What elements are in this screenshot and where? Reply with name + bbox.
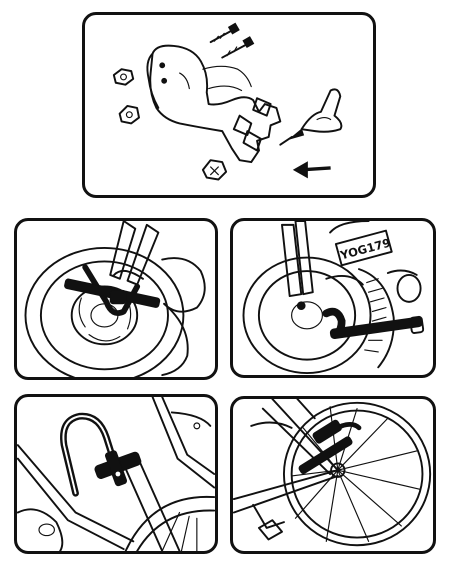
fork [281,221,314,298]
mounting-parts-panel [82,12,376,198]
rear-tire [358,268,395,369]
motorcycle-lock-panel: YOG179 [230,218,436,378]
engine-cover [161,257,206,377]
frame-mounted-lock-illustration [17,397,215,551]
nut-icon [112,68,135,86]
u-lock [60,412,142,497]
disc-lock [322,307,425,340]
rear-wheel [282,401,432,547]
mounting-parts-illustration [112,22,343,181]
tool-icon [279,88,343,146]
wheel [17,495,215,551]
front-wheel-lock-panel [14,218,218,380]
license-plate: YOG179 [334,229,393,267]
headlight [386,269,422,303]
bike-frame [17,397,215,551]
front-wheel [242,256,372,375]
screw-icon [209,22,240,44]
nut-icon [118,105,140,125]
body-panel [325,221,370,286]
arrow-left-icon [292,161,331,179]
lock-bracket [146,44,282,164]
pedal [252,503,285,541]
front-wheel-lock-illustration [24,221,206,377]
motorcycle-lock-illustration: YOG179 [242,221,425,375]
nut-icon [201,159,228,181]
rear-wheel-lock-panel [230,396,436,554]
screw-icon [221,36,255,59]
frame-mounted-lock-panel [14,394,218,554]
wheel [24,247,185,377]
u-lock [64,264,161,316]
u-lock [298,419,362,475]
rear-wheel-lock-illustration [233,399,432,547]
